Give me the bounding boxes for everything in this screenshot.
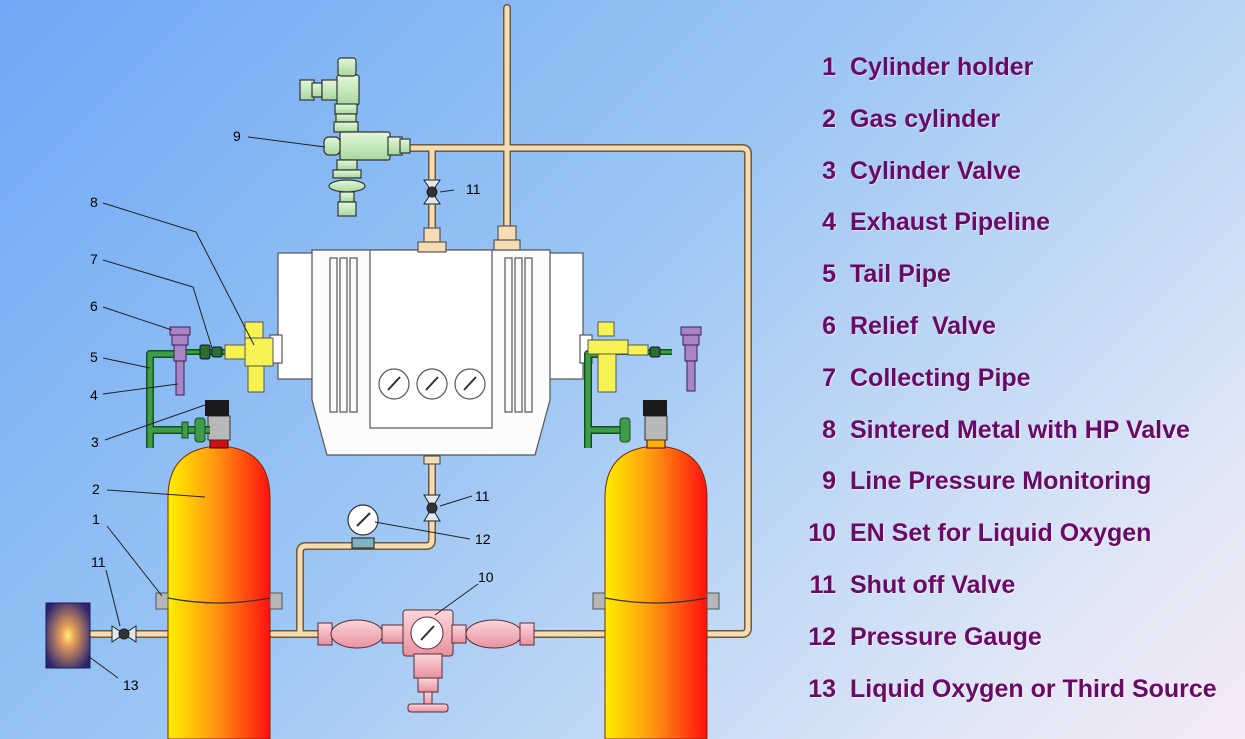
callout-numbers: 1 2 3 4 5 6 7 8 9 10 11 11 11 12 13 [90,128,494,693]
legend-number: 8 [822,415,836,444]
legend-number: 5 [822,260,836,289]
shut-off-valve-lower-icon [423,494,441,522]
manifold-housing [269,225,593,465]
legend-item: 12 Pressure Gauge [800,620,1245,672]
legend-number: 13 [808,674,836,703]
legend-item: 11 Shut off Valve [800,568,1245,620]
line-pressure-monitoring-fitting [299,57,411,217]
sintered-metal-hp-valve-right [587,321,649,393]
legend-label: Line Pressure Monitoring [850,467,1152,496]
legend-item: 5 Tail Pipe [800,257,1245,309]
legend-number: 6 [822,311,836,340]
legend-item: 10 EN Set for Liquid Oxygen [800,516,1245,568]
callout-4: 4 [90,387,98,403]
liquid-oxygen-source [45,602,91,669]
legend-item: 3 Cylinder Valve [800,154,1245,206]
cylinder-valve-handwheel [181,417,631,443]
legend-item: 13 Liquid Oxygen or Third Source [800,672,1245,724]
callout-10: 10 [478,569,494,585]
callout-11-top: 11 [466,181,481,197]
legend-label: Gas cylinder [850,104,1001,133]
legend-label: Collecting Pipe [850,363,1031,392]
legend-number: 4 [822,208,836,237]
collecting-pipe-fittings [199,344,661,360]
legend-item: 9 Line Pressure Monitoring [800,464,1245,516]
callout-2: 2 [92,481,100,497]
relief-valve-right [680,326,702,392]
legend-number: 10 [808,519,836,548]
legend-number: 12 [808,622,836,651]
callout-leaders [87,136,479,679]
callout-7: 7 [90,251,98,267]
callout-1: 1 [92,511,100,527]
legend-item: 6 Relief Valve [800,309,1245,361]
shut-off-valve-source-icon [111,625,137,643]
legend-label: Sintered Metal with HP Valve [850,415,1190,444]
legend-label: EN Set for Liquid Oxygen [850,519,1152,548]
callout-6: 6 [90,298,98,314]
callout-9: 9 [233,128,241,144]
legend-label: Tail Pipe [850,260,951,289]
legend-item: 7 Collecting Pipe [800,361,1245,413]
callout-12: 12 [475,531,491,547]
gas-supply-diagram: 1 2 3 4 5 6 7 8 9 10 11 11 11 12 13 [45,4,752,739]
legend-number: 1 [822,53,836,81]
legend-item: 8 Sintered Metal with HP Valve [800,413,1245,465]
callout-11-lower: 11 [475,488,490,504]
legend-number: 11 [809,570,836,599]
legend-item: 1 Cylinder holder [800,50,1245,102]
relief-valve-left [169,326,191,396]
callout-3: 3 [91,434,99,450]
legend-label: Pressure Gauge [850,622,1042,651]
legend-label: Relief Valve [850,311,996,340]
legend-item: 2 Gas cylinder [800,102,1245,154]
sintered-metal-hp-valve-left [224,321,274,393]
legend-label: Liquid Oxygen or Third Source [850,674,1217,703]
legend-number: 3 [822,156,836,185]
callout-8: 8 [90,194,98,210]
callout-11-source: 11 [91,554,106,570]
legend-label: Cylinder holder [850,53,1034,81]
shut-off-valve-top-icon [423,179,441,205]
legend-number: 2 [822,104,836,133]
en-set-liquid-oxygen [317,609,535,713]
callout-5: 5 [90,349,98,365]
legend-number: 7 [822,363,836,392]
legend-number: 9 [822,467,836,496]
legend-label: Cylinder Valve [850,156,1021,185]
component-legend: 1 Cylinder holder 2 Gas cylinder 3 Cylinder… [800,50,1245,723]
callout-13: 13 [123,677,139,693]
pressure-gauge-icon [347,504,379,549]
gas-cylinder-left [167,400,271,739]
legend-item: 4 Exhaust Pipeline [800,205,1245,257]
legend-label: Shut off Valve [850,570,1016,599]
cylinder-holder [155,592,720,610]
legend-label: Exhaust Pipeline [850,208,1051,237]
manifold-gauge-icon [378,368,486,400]
gas-cylinder-right [604,400,708,739]
